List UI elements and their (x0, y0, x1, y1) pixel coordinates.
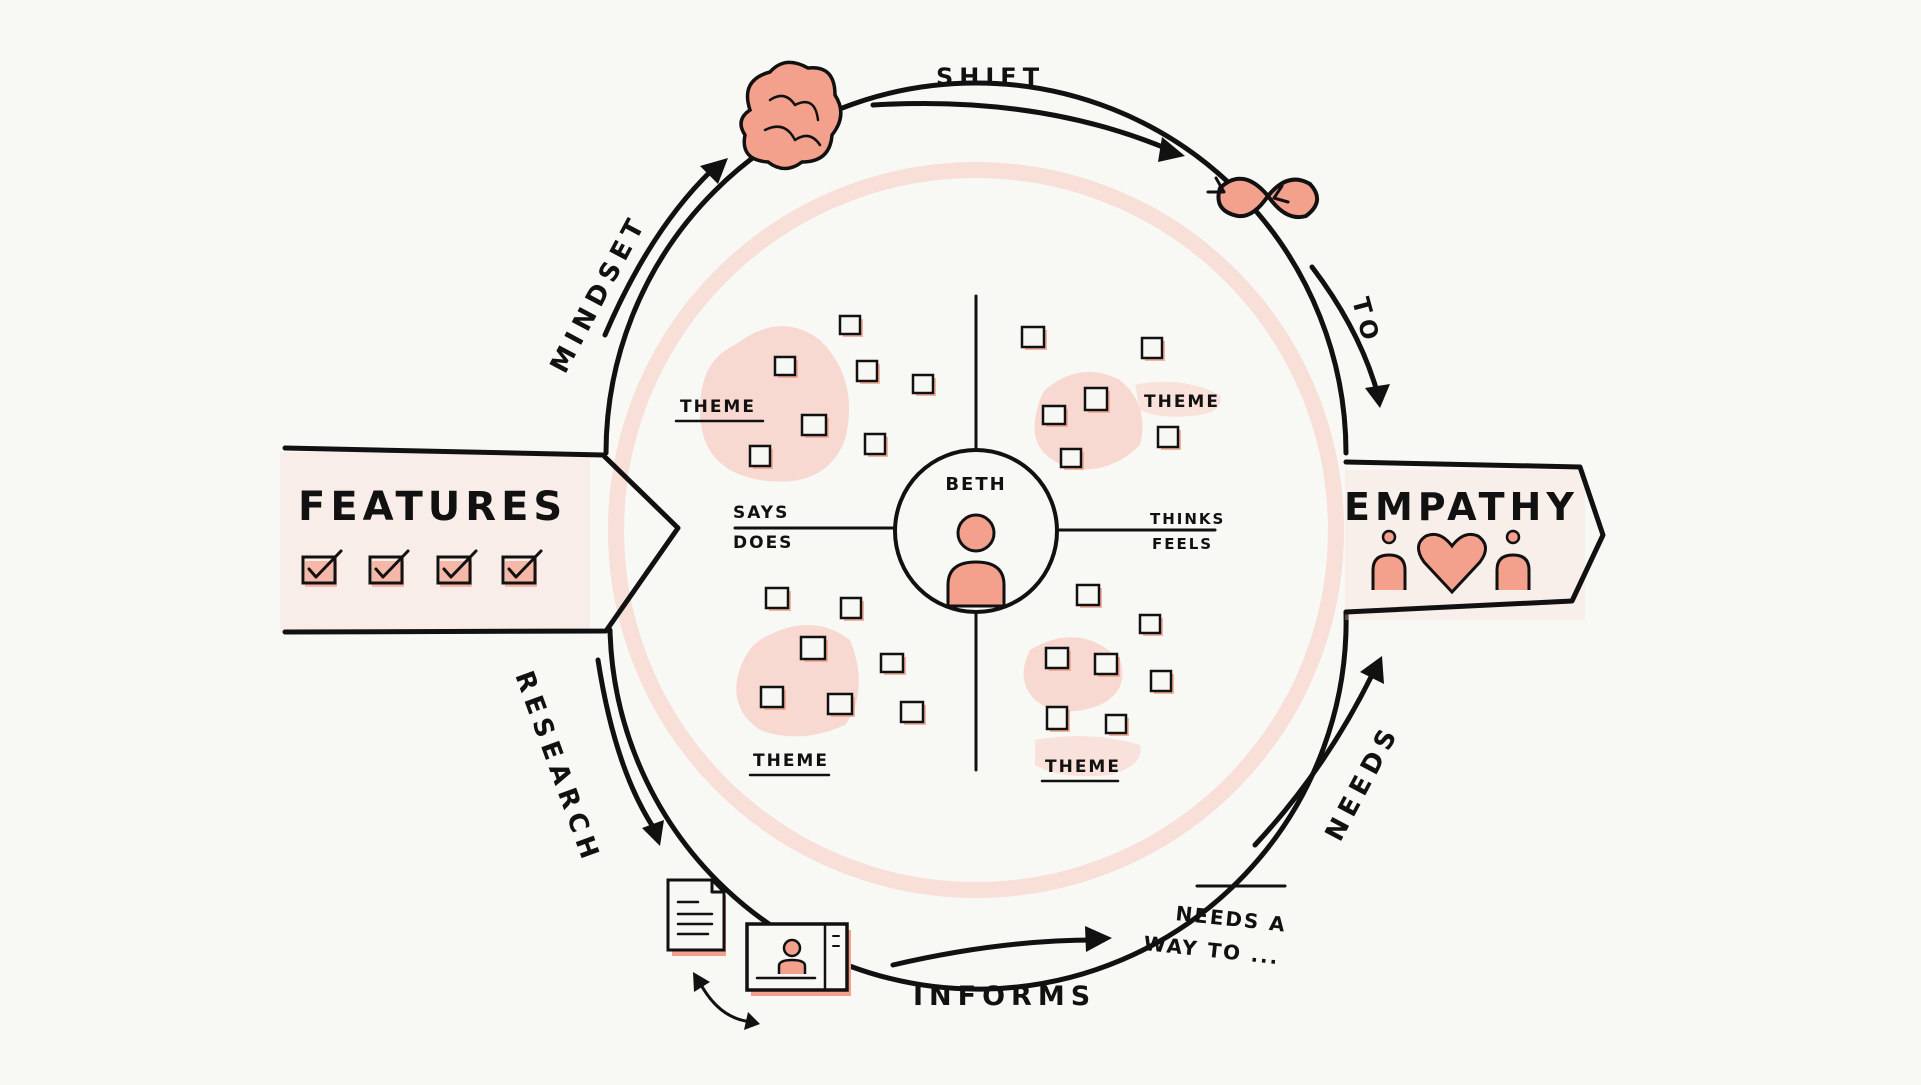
heart-icon (1417, 532, 1487, 595)
to-label: TO (1346, 294, 1386, 348)
mindset-arrow: MINDSET (545, 158, 728, 378)
persona-circle: BETH (893, 448, 1059, 614)
quadrant-dividers (733, 294, 1217, 772)
features-panel: FEATURES (280, 445, 681, 635)
theme-label-bottom-right: THEME (1045, 757, 1121, 777)
needs-statement: NEEDS A WAY TO ... (1142, 884, 1288, 969)
informs-label: INFORMS (913, 981, 1096, 1012)
exchange-arrow (693, 972, 760, 1030)
sticky-notes (1044, 583, 1174, 736)
label-says: SAYS (733, 503, 789, 523)
needs-label: NEEDS (1320, 720, 1406, 847)
document-icon (666, 878, 726, 956)
infinity-icon (1206, 176, 1319, 219)
checkbox-icon (436, 549, 478, 587)
needs-arrow: NEEDS (1252, 656, 1406, 848)
theme-label-bottom-left: THEME (753, 751, 829, 771)
informs-arrow: INFORMS (890, 926, 1112, 1012)
theme-label-top-left: THEME (680, 397, 756, 417)
shift-arrow: SHIFT (870, 63, 1185, 162)
checkbox-icon (501, 549, 543, 587)
person-icon (946, 513, 1006, 608)
person-icon (1371, 529, 1407, 590)
label-feels: FEELS (1152, 535, 1213, 553)
mindset-label: MINDSET (545, 210, 654, 379)
label-thinks: THINKS (1150, 510, 1225, 528)
needs-line-2: WAY TO ... (1142, 931, 1280, 969)
quadrant-bottom-right: THEME (1023, 583, 1174, 783)
sticky-notes (759, 586, 926, 725)
sticky-notes (1020, 325, 1181, 470)
video-call-icon (745, 922, 851, 996)
needs-line-1: NEEDS A (1174, 901, 1287, 937)
quadrant-top-left: THEME (674, 314, 936, 482)
checkbox-icon (301, 549, 343, 587)
label-does: DOES (733, 533, 793, 553)
features-title: FEATURES (298, 484, 567, 530)
brain-icon (739, 60, 843, 171)
main-circle (603, 80, 1349, 992)
to-arrow: TO (1309, 264, 1390, 408)
empathy-panel: EMPATHY (1343, 459, 1606, 620)
quadrant-top-right: THEME (1020, 325, 1221, 470)
empathy-title: EMPATHY (1344, 485, 1579, 529)
person-icon (1495, 529, 1531, 590)
sticky-notes (748, 314, 936, 469)
research-label: RESEARCH (508, 667, 606, 868)
quadrant-labels: SAYS DOES THINKS FEELS (733, 503, 1225, 553)
checkbox-icon (368, 549, 410, 587)
shift-label: SHIFT (936, 63, 1045, 91)
quadrant-bottom-left: THEME (736, 586, 926, 777)
checkbox-row (301, 549, 543, 587)
theme-label-top-right: THEME (1144, 392, 1220, 412)
persona-name: BETH (945, 474, 1006, 495)
